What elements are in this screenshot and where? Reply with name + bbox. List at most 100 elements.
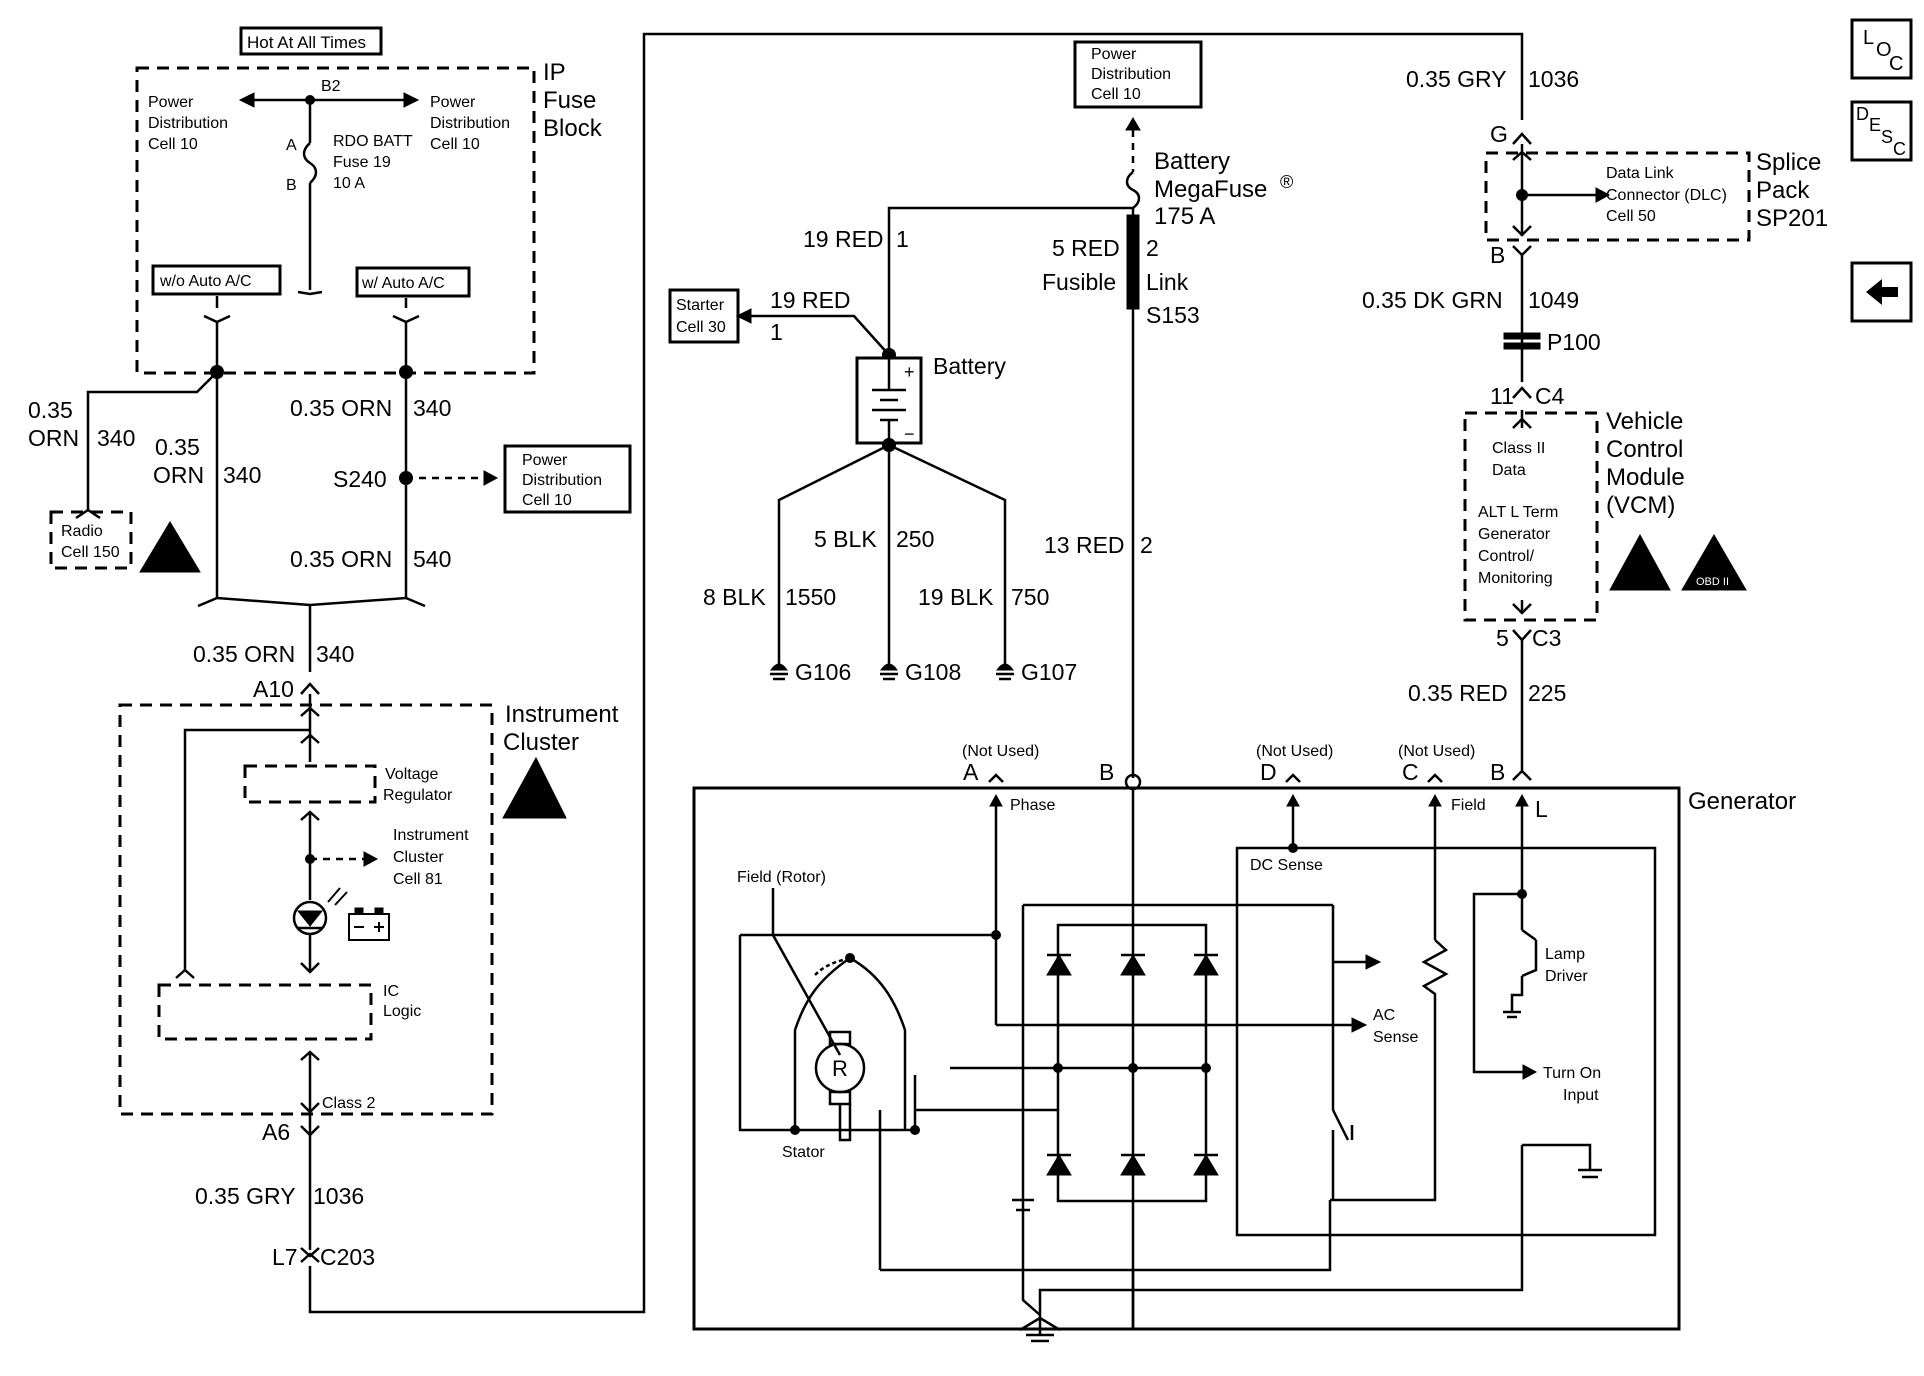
desc-button[interactable]: D E S C xyxy=(1850,100,1913,162)
starter-wire-circuit: 1 xyxy=(770,319,783,345)
w-auto-ac-label: w/ Auto A/C xyxy=(361,275,445,292)
voltage-regulator-line-1: Voltage xyxy=(385,766,438,783)
splice-pack-title-2: Pack xyxy=(1756,177,1810,204)
rotor-label: R xyxy=(832,1056,848,1081)
mid-wire-color: ORN xyxy=(153,462,204,488)
right-lower-wire: 0.35 ORN xyxy=(290,546,392,572)
desc-letter-d: D xyxy=(1856,104,1869,124)
power-dist-right-1: Power xyxy=(430,94,476,111)
megafuse-pd-line-1: Power xyxy=(1091,46,1137,63)
generator: Generator (Not Used) A B (Not Used) D (N… xyxy=(692,743,1796,1343)
wire-5blk-circuit: 250 xyxy=(896,526,934,552)
loc-button[interactable]: L O C xyxy=(1850,18,1913,80)
field-rotor-label: Field (Rotor) xyxy=(737,869,826,886)
mid-wire-gauge: 0.35 xyxy=(155,434,200,460)
vcm-circuit: 0.35 GRY 1036 G Splice Pack SP201 Data L… xyxy=(1362,66,1828,770)
left-wiring: 0.35 ORN 340 0.35 ORN 340 0.35 ORN 340 S… xyxy=(28,322,632,702)
diode-6 xyxy=(1193,1153,1219,1176)
ground-g106: G106 xyxy=(770,659,851,685)
terminal-a-pin: A xyxy=(963,759,979,785)
cluster-out-pin: A6 xyxy=(262,1119,290,1145)
fusible-label-2: Link xyxy=(1146,269,1189,295)
ic-logic-line-2: Logic xyxy=(383,1003,421,1020)
ip-fuse-block-title-1: IP xyxy=(543,59,566,86)
terminal-a-note: (Not Used) xyxy=(962,743,1039,760)
right-upper-wire: 0.35 ORN xyxy=(290,395,392,421)
c3-pin: 5 xyxy=(1496,625,1509,651)
splice-pack-title-1: Splice xyxy=(1756,149,1821,176)
cluster-out-circuit: 1036 xyxy=(313,1183,364,1209)
splice-pin-b: B xyxy=(1490,242,1505,268)
c4-connector: C4 xyxy=(1535,383,1565,409)
terminal-c-note: (Not Used) xyxy=(1398,743,1475,760)
vcm-box xyxy=(1463,411,1599,622)
field-label: Field xyxy=(1451,797,1486,814)
dlc-line-2: Connector (DLC) xyxy=(1606,187,1727,204)
instrument-cluster-title-2: Cluster xyxy=(503,729,579,756)
power-dist-left-3: Cell 10 xyxy=(148,136,198,153)
fusible-label-1: Fusible xyxy=(1042,269,1116,295)
radio-wire-color: ORN xyxy=(28,425,79,451)
ground-g107: G107 xyxy=(996,659,1077,685)
fusible-circuit: 2 xyxy=(1146,235,1159,261)
instrument-cluster-title-1: Instrument xyxy=(505,701,619,728)
cluster-in-pin: A10 xyxy=(253,676,294,702)
voltage-regulator-line-2: Regulator xyxy=(383,787,453,804)
vcm-monitoring: Monitoring xyxy=(1478,570,1553,587)
p100-label: P100 xyxy=(1547,329,1601,355)
c203-connector: C203 xyxy=(320,1244,375,1270)
hot-at-all-times-label: Hot At All Times xyxy=(247,33,366,52)
vcm-title-4: (VCM) xyxy=(1606,492,1675,519)
left-arrow-icon xyxy=(1866,279,1898,305)
megafuse-line-2: MegaFuse xyxy=(1154,176,1267,203)
wire-8blk: 8 BLK xyxy=(703,584,766,610)
wire-5blk: 5 BLK xyxy=(814,526,877,552)
power-dist-left-2: Distribution xyxy=(148,115,228,132)
vcm-title-3: Module xyxy=(1606,464,1685,491)
dlc-line-1: Data Link xyxy=(1606,165,1675,182)
turn-on-line-2: Input xyxy=(1563,1087,1599,1104)
desc-letter-e: E xyxy=(1869,115,1881,135)
radio-wire-circuit: 340 xyxy=(97,425,135,451)
ic-cell-line-3: Cell 81 xyxy=(393,871,443,888)
battery-label: Battery xyxy=(933,353,1006,379)
fuse-name: RDO BATT xyxy=(333,133,413,150)
battery-minus: − xyxy=(904,424,915,444)
esd-warning-icon-vcm xyxy=(1609,533,1671,591)
c4-pin: 11 xyxy=(1490,383,1514,409)
p100-connector xyxy=(1503,332,1541,340)
s240-power-dist-box xyxy=(503,444,632,514)
fusible-link xyxy=(1126,214,1140,310)
vcm-alt-l-term: ALT L Term xyxy=(1478,504,1558,521)
desc-letter-c: C xyxy=(1893,139,1906,159)
back-button[interactable] xyxy=(1850,261,1913,323)
wire-8blk-circuit: 1550 xyxy=(785,584,836,610)
battery-wire-19red-circuit: 1 xyxy=(896,226,909,252)
right-lower-circuit: 540 xyxy=(413,546,451,572)
vcm-class2-data-2: Data xyxy=(1492,462,1526,479)
esd-warning-icon-radio xyxy=(139,521,201,573)
esd-warning-icon-cluster xyxy=(502,756,567,819)
radio-wire-gauge: 0.35 xyxy=(28,397,73,423)
radio-box-line-1: Radio xyxy=(61,523,103,540)
splice-s153: S153 xyxy=(1146,302,1200,328)
cluster-in-circuit: 340 xyxy=(316,641,354,667)
diode-5 xyxy=(1120,1153,1146,1176)
wire-19blk: 19 BLK xyxy=(918,584,994,610)
s240-pd-line-3: Cell 10 xyxy=(522,492,572,509)
wire-13red-circuit: 2 xyxy=(1140,532,1153,558)
instrument-cluster: Instrument Cluster Voltage Regulator Ins… xyxy=(118,32,1524,1314)
fuse-pin-a: A xyxy=(286,137,297,154)
splice-pack-title-3: SP201 xyxy=(1756,205,1828,232)
wire-19blk-circuit: 750 xyxy=(1011,584,1049,610)
radio-box-line-2: Cell 150 xyxy=(61,544,120,561)
wire-13red: 13 RED xyxy=(1044,532,1125,558)
diode-2 xyxy=(1120,953,1146,976)
obd-ii-label: OBD II xyxy=(1696,576,1729,588)
voltage-regulator-box xyxy=(243,764,377,804)
ic-logic-box xyxy=(157,983,373,1041)
splice-pin-g: G xyxy=(1490,121,1508,147)
mid-wire-circuit: 340 xyxy=(223,462,261,488)
ground-g108: G108 xyxy=(880,659,961,685)
ip-fuse-block-title-3: Block xyxy=(543,115,603,142)
